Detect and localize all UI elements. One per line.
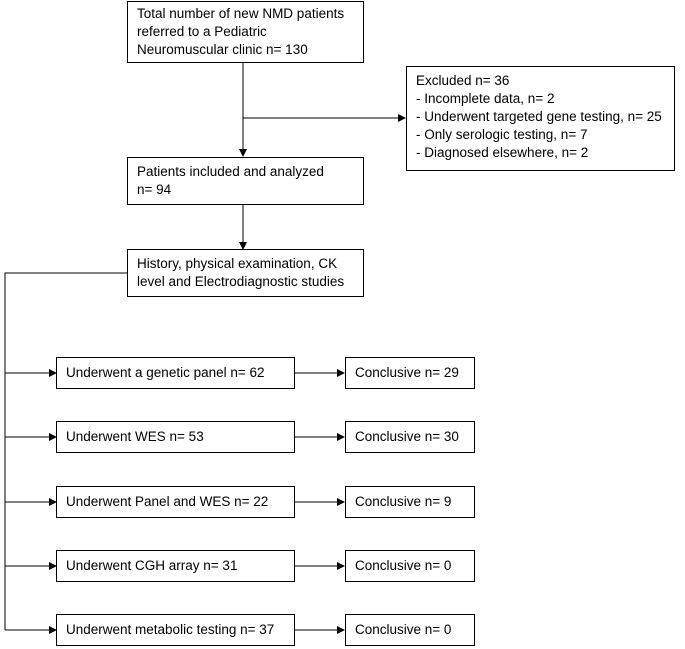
result-label: Conclusive n= 29 [355,365,459,380]
evaluation-box: History, physical examination, CK level … [127,249,364,297]
test-label: Underwent CGH array n= 31 [66,558,238,573]
test-label: Underwent a genetic panel n= 62 [66,365,265,380]
included-line-2: n= 94 [137,182,172,197]
excluded-line-4: - Only serologic testing, n= 7 [416,127,588,142]
test-box-cgh-array: Underwent CGH array n= 31 [56,550,295,582]
trunk-line [4,272,127,630]
result-box-metabolic: Conclusive n= 0 [345,614,475,646]
result-label: Conclusive n= 0 [355,622,452,637]
start-line-1: Total number of new NMD patients [137,6,345,21]
result-label: Conclusive n= 0 [355,558,452,573]
evaluation-line-2: level and Electrodiagnostic studies [137,274,345,289]
test-box-genetic-panel: Underwent a genetic panel n= 62 [56,357,295,389]
included-box: Patients included and analyzed n= 94 [127,157,364,205]
start-box: Total number of new NMD patients referre… [127,1,364,63]
included-line-1: Patients included and analyzed [137,164,324,179]
start-line-3: Neuromuscular clinic n= 130 [137,42,308,57]
result-label: Conclusive n= 30 [355,429,459,444]
test-box-wes: Underwent WES n= 53 [56,421,295,453]
result-label: Conclusive n= 9 [355,494,452,509]
result-box-genetic-panel: Conclusive n= 29 [345,357,475,389]
test-box-metabolic: Underwent metabolic testing n= 37 [56,614,295,646]
excluded-line-2: - Incomplete data, n= 2 [416,91,555,106]
test-box-panel-and-wes: Underwent Panel and WES n= 22 [56,486,295,518]
result-box-wes: Conclusive n= 30 [345,421,475,453]
excluded-box: Excluded n= 36 - Incomplete data, n= 2 -… [406,66,675,171]
evaluation-line-1: History, physical examination, CK [137,256,338,271]
test-label: Underwent Panel and WES n= 22 [66,494,269,509]
excluded-line-3: - Underwent targeted gene testing, n= 25 [416,109,662,124]
test-label: Underwent metabolic testing n= 37 [66,622,275,637]
start-line-2: referred to a Pediatric [137,24,267,39]
excluded-line-5: - Diagnosed elsewhere, n= 2 [416,145,589,160]
result-box-panel-and-wes: Conclusive n= 9 [345,486,475,518]
excluded-line-1: Excluded n= 36 [416,73,510,88]
result-box-cgh-array: Conclusive n= 0 [345,550,475,582]
test-label: Underwent WES n= 53 [66,429,204,444]
